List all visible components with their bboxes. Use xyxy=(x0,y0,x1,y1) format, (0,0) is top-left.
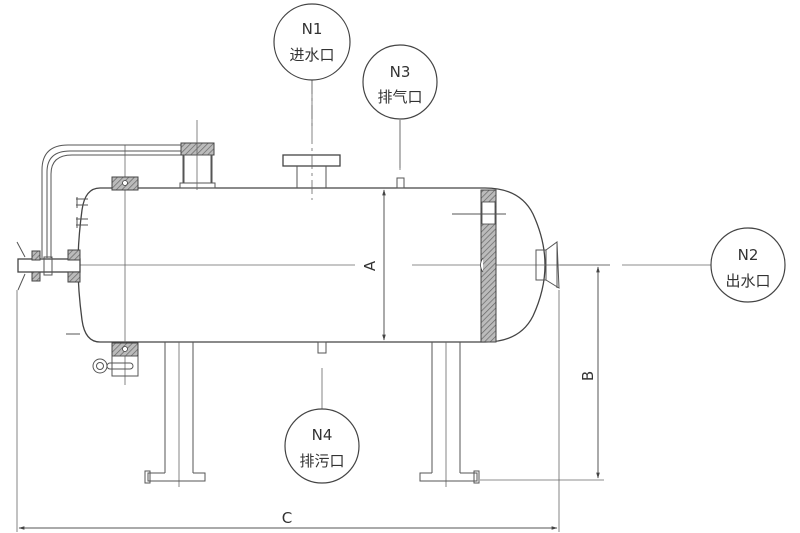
n4-tag: N4 排污口 xyxy=(284,408,360,484)
n3-code: N3 xyxy=(390,63,411,81)
left-support xyxy=(144,342,206,487)
lifting-lug xyxy=(92,355,139,377)
dimension-c-label: C xyxy=(282,509,292,527)
left-pipe-assembly xyxy=(16,241,81,291)
n3-tag: N3 排气口 xyxy=(362,44,438,168)
dimension-b-label: B xyxy=(579,371,597,381)
top-left-nozzle xyxy=(179,120,216,190)
bottom-ring-block xyxy=(111,342,139,357)
n2-code: N2 xyxy=(738,246,759,264)
n4-code: N4 xyxy=(312,426,333,444)
n3-nozzle xyxy=(396,120,405,189)
left-head-nozzles xyxy=(76,197,88,228)
top-ring-block xyxy=(111,176,139,191)
n2-tag: N2 出水口 xyxy=(710,227,786,303)
bypass-pipe xyxy=(41,144,183,258)
n2-nozzle xyxy=(535,241,560,289)
n4-name: 排污口 xyxy=(299,452,344,470)
n1-name: 进水口 xyxy=(289,46,334,64)
dimension-a-label: A xyxy=(361,260,379,271)
n1-nozzle xyxy=(282,80,341,200)
n2-name: 出水口 xyxy=(725,272,770,290)
dimension-a: A xyxy=(361,189,386,341)
right-flange-band xyxy=(452,189,506,343)
n1-code: N1 xyxy=(302,20,323,38)
dimension-c: C xyxy=(16,290,560,532)
n1-tag: N1 进水口 xyxy=(273,3,351,130)
n3-name: 排气口 xyxy=(377,88,422,106)
n4-nozzle xyxy=(317,341,327,410)
right-support xyxy=(419,342,480,487)
dimension-b: B xyxy=(480,264,610,481)
